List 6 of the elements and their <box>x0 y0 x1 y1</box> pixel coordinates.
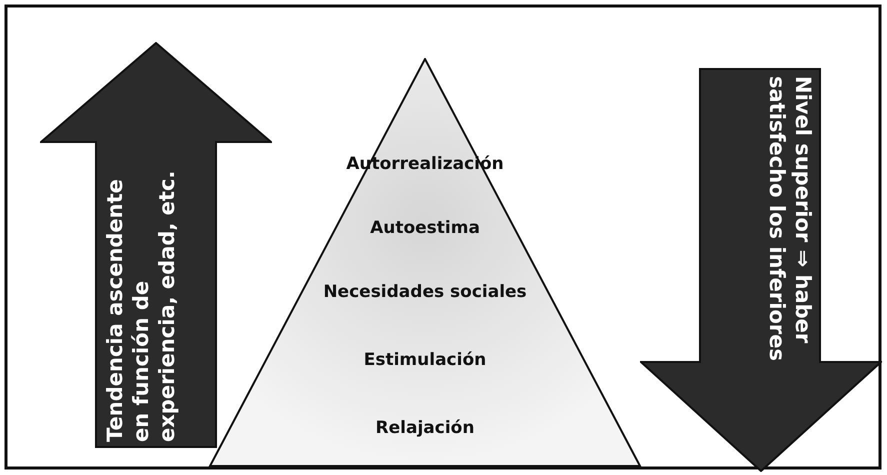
arrow-text: Tendencia ascendente en función de experiencia, edad, etc. <box>102 170 180 442</box>
level-label: Necesidades sociales <box>322 282 528 303</box>
arrow-text: Nivel superior ⇒ haber satisfecho los inferiores <box>764 76 816 363</box>
level-label: Relajación <box>374 418 476 439</box>
level-label: Autoestima <box>369 218 481 239</box>
level-label: Estimulación <box>362 350 488 371</box>
